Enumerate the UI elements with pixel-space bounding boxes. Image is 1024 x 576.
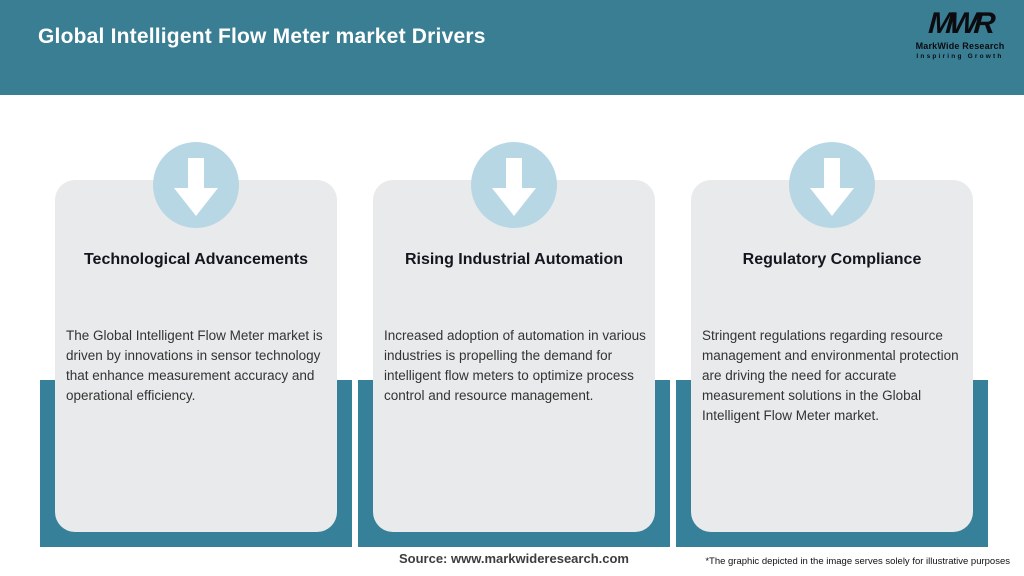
page-title: Global Intelligent Flow Meter market Dri… xyxy=(38,25,486,48)
card-body: Stringent regulations regarding resource… xyxy=(702,328,959,423)
driver-card: Rising Industrial Automation Increased a… xyxy=(373,142,655,532)
card-title: Technological Advancements xyxy=(83,251,309,268)
disclaimer-text: *The graphic depicted in the image serve… xyxy=(705,556,1010,567)
down-arrow-icon xyxy=(174,157,218,216)
card-title: Rising Industrial Automation xyxy=(404,251,624,268)
card-body: The Global Intelligent Flow Meter market… xyxy=(66,328,323,403)
logo-name: MarkWide Research xyxy=(915,41,1005,51)
markwide-research-logo: MWR MarkWide Research Inspiring Growth xyxy=(912,7,1008,60)
logo-tagline: Inspiring Growth xyxy=(916,53,1004,60)
card-body: Increased adoption of automation in vari… xyxy=(384,328,646,403)
driver-card: Technological Advancements The Global In… xyxy=(55,142,337,532)
driver-card: Regulatory Compliance Stringent regulati… xyxy=(691,142,973,532)
logo-mark: MWR xyxy=(927,7,993,40)
header-bar: Global Intelligent Flow Meter market Dri… xyxy=(0,0,1024,95)
source-text: Source: www.markwideresearch.com xyxy=(398,551,629,566)
down-arrow-icon xyxy=(810,157,854,216)
down-arrow-icon xyxy=(492,157,536,216)
card-title: Regulatory Compliance xyxy=(742,251,922,268)
arrow-circle xyxy=(471,142,557,228)
arrow-circle xyxy=(153,142,239,228)
arrow-circle xyxy=(789,142,875,228)
